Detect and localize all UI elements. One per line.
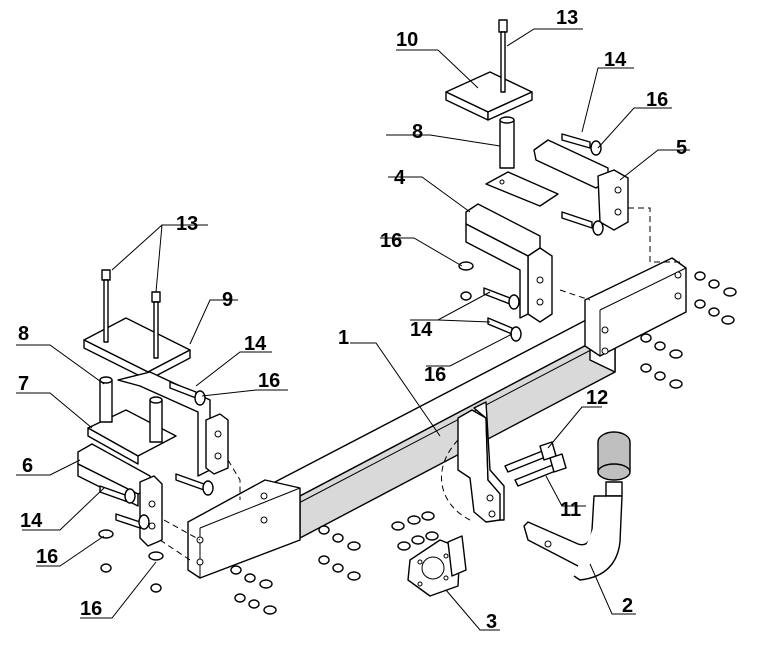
- callout-5: 5: [676, 137, 687, 159]
- callout-14-top: 14: [604, 49, 627, 71]
- callout-6: 6: [22, 455, 33, 477]
- callout-8-left: 8: [18, 323, 29, 345]
- callout-16-right: 16: [380, 230, 402, 252]
- callout-8-right: 8: [412, 121, 423, 143]
- callout-9: 9: [222, 289, 233, 311]
- callout-4: 4: [394, 167, 406, 189]
- callout-13-top: 13: [556, 7, 578, 29]
- callout-16-bottom: 16: [80, 598, 102, 620]
- bolt-12: [504, 441, 557, 473]
- callout-10: 10: [396, 29, 418, 51]
- callout-14-left: 14: [244, 333, 267, 355]
- callout-13-left: 13: [176, 213, 198, 235]
- spacer-8-top: [499, 116, 515, 169]
- plate-10: [445, 71, 533, 121]
- callout-14-mid: 14: [410, 319, 433, 341]
- ball-mount-bracket: [441, 401, 505, 523]
- fasteners-right: [458, 133, 737, 389]
- nuts-group-lower-center: [391, 511, 439, 551]
- spacers-8-left: [99, 376, 163, 443]
- callout-1: 1: [338, 327, 349, 349]
- callout-16-left: 16: [258, 370, 280, 392]
- callout-16-lower: 16: [36, 546, 58, 568]
- callout-16-mid: 16: [424, 364, 446, 386]
- callout-14-lower: 14: [20, 510, 43, 532]
- leader-lines: [16, 28, 690, 631]
- bracket-4: [465, 203, 553, 323]
- fasteners-left: [98, 381, 361, 615]
- callout-7: 7: [18, 373, 29, 395]
- callout-labels: 1 2 3 4 5 6 7 8 8 9 10 11 12 13 13 14 14…: [18, 7, 687, 633]
- callout-3: 3: [486, 611, 497, 633]
- callout-2: 2: [622, 595, 633, 617]
- callout-12: 12: [586, 387, 608, 409]
- tow-ball-part: [523, 431, 631, 581]
- callout-11: 11: [560, 499, 581, 521]
- callout-16-top: 16: [646, 89, 668, 111]
- bolt-11: [514, 453, 567, 487]
- socket-plate-part: [407, 535, 467, 597]
- bracket-9-side: [117, 371, 229, 477]
- plate-9: [83, 317, 191, 381]
- bracket-5: [485, 139, 629, 231]
- bolt-13-top: [498, 19, 508, 93]
